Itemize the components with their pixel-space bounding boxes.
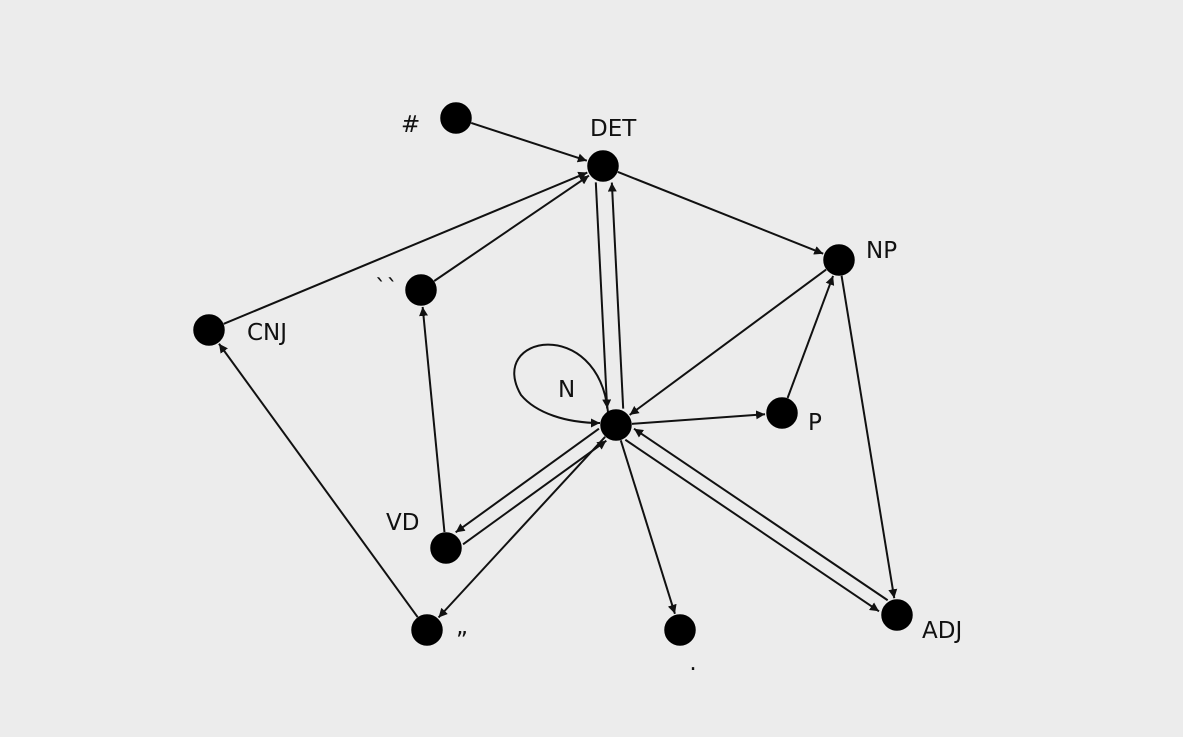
- node-p: [766, 397, 798, 429]
- edge-n-to-p: [631, 410, 766, 425]
- node-det: [587, 150, 619, 182]
- edge-n-to-close-quote: [437, 436, 606, 619]
- edge-cnj-to-det: [223, 171, 588, 325]
- node-open-quote: [405, 274, 437, 306]
- edge-vd-to-n: [462, 439, 607, 546]
- node-vd-label: VD: [386, 510, 419, 536]
- node-adj-label: ADJ: [922, 618, 962, 644]
- node-n: [600, 409, 632, 441]
- edge-open-quote-to-det: [433, 174, 590, 282]
- edge-det-to-n: [594, 182, 612, 409]
- node-dot: [664, 614, 696, 646]
- edge-adj-to-n: [633, 427, 889, 602]
- node-np: [823, 244, 855, 276]
- node-det-label: DET: [590, 116, 637, 142]
- node-cnj: [193, 314, 225, 346]
- node-n-label: N: [558, 377, 575, 403]
- edge-vd-to-open-quote: [419, 306, 446, 533]
- node-hash-label: #: [401, 112, 420, 138]
- node-vd: [430, 532, 462, 564]
- node-dot-label: .: [689, 650, 696, 676]
- node-open-quote-label: ``: [375, 276, 398, 302]
- edge-det-to-np: [617, 170, 824, 255]
- edge-n-to-adj: [624, 438, 880, 613]
- edge-n-to-n: [513, 343, 609, 428]
- node-adj: [881, 599, 913, 631]
- edge-hash-to-det: [470, 122, 588, 163]
- edge-p-to-np: [786, 275, 835, 399]
- node-close-quote: [411, 614, 443, 646]
- node-hash: [440, 102, 472, 134]
- node-np-label: NP: [866, 238, 897, 264]
- edge-n-to-det: [607, 182, 625, 409]
- edge-np-to-n: [629, 268, 827, 416]
- node-close-quote-label: ”: [456, 628, 468, 654]
- edge-np-to-adj: [840, 275, 898, 599]
- node-cnj-label: CNJ: [247, 320, 287, 346]
- nodes-layer: [193, 102, 913, 646]
- edge-n-to-vd: [455, 427, 600, 534]
- edges-layer: [218, 122, 898, 619]
- edge-close-quote-to-cnj: [218, 343, 419, 618]
- edge-n-to-dot: [619, 439, 677, 615]
- node-p-label: P: [808, 410, 822, 436]
